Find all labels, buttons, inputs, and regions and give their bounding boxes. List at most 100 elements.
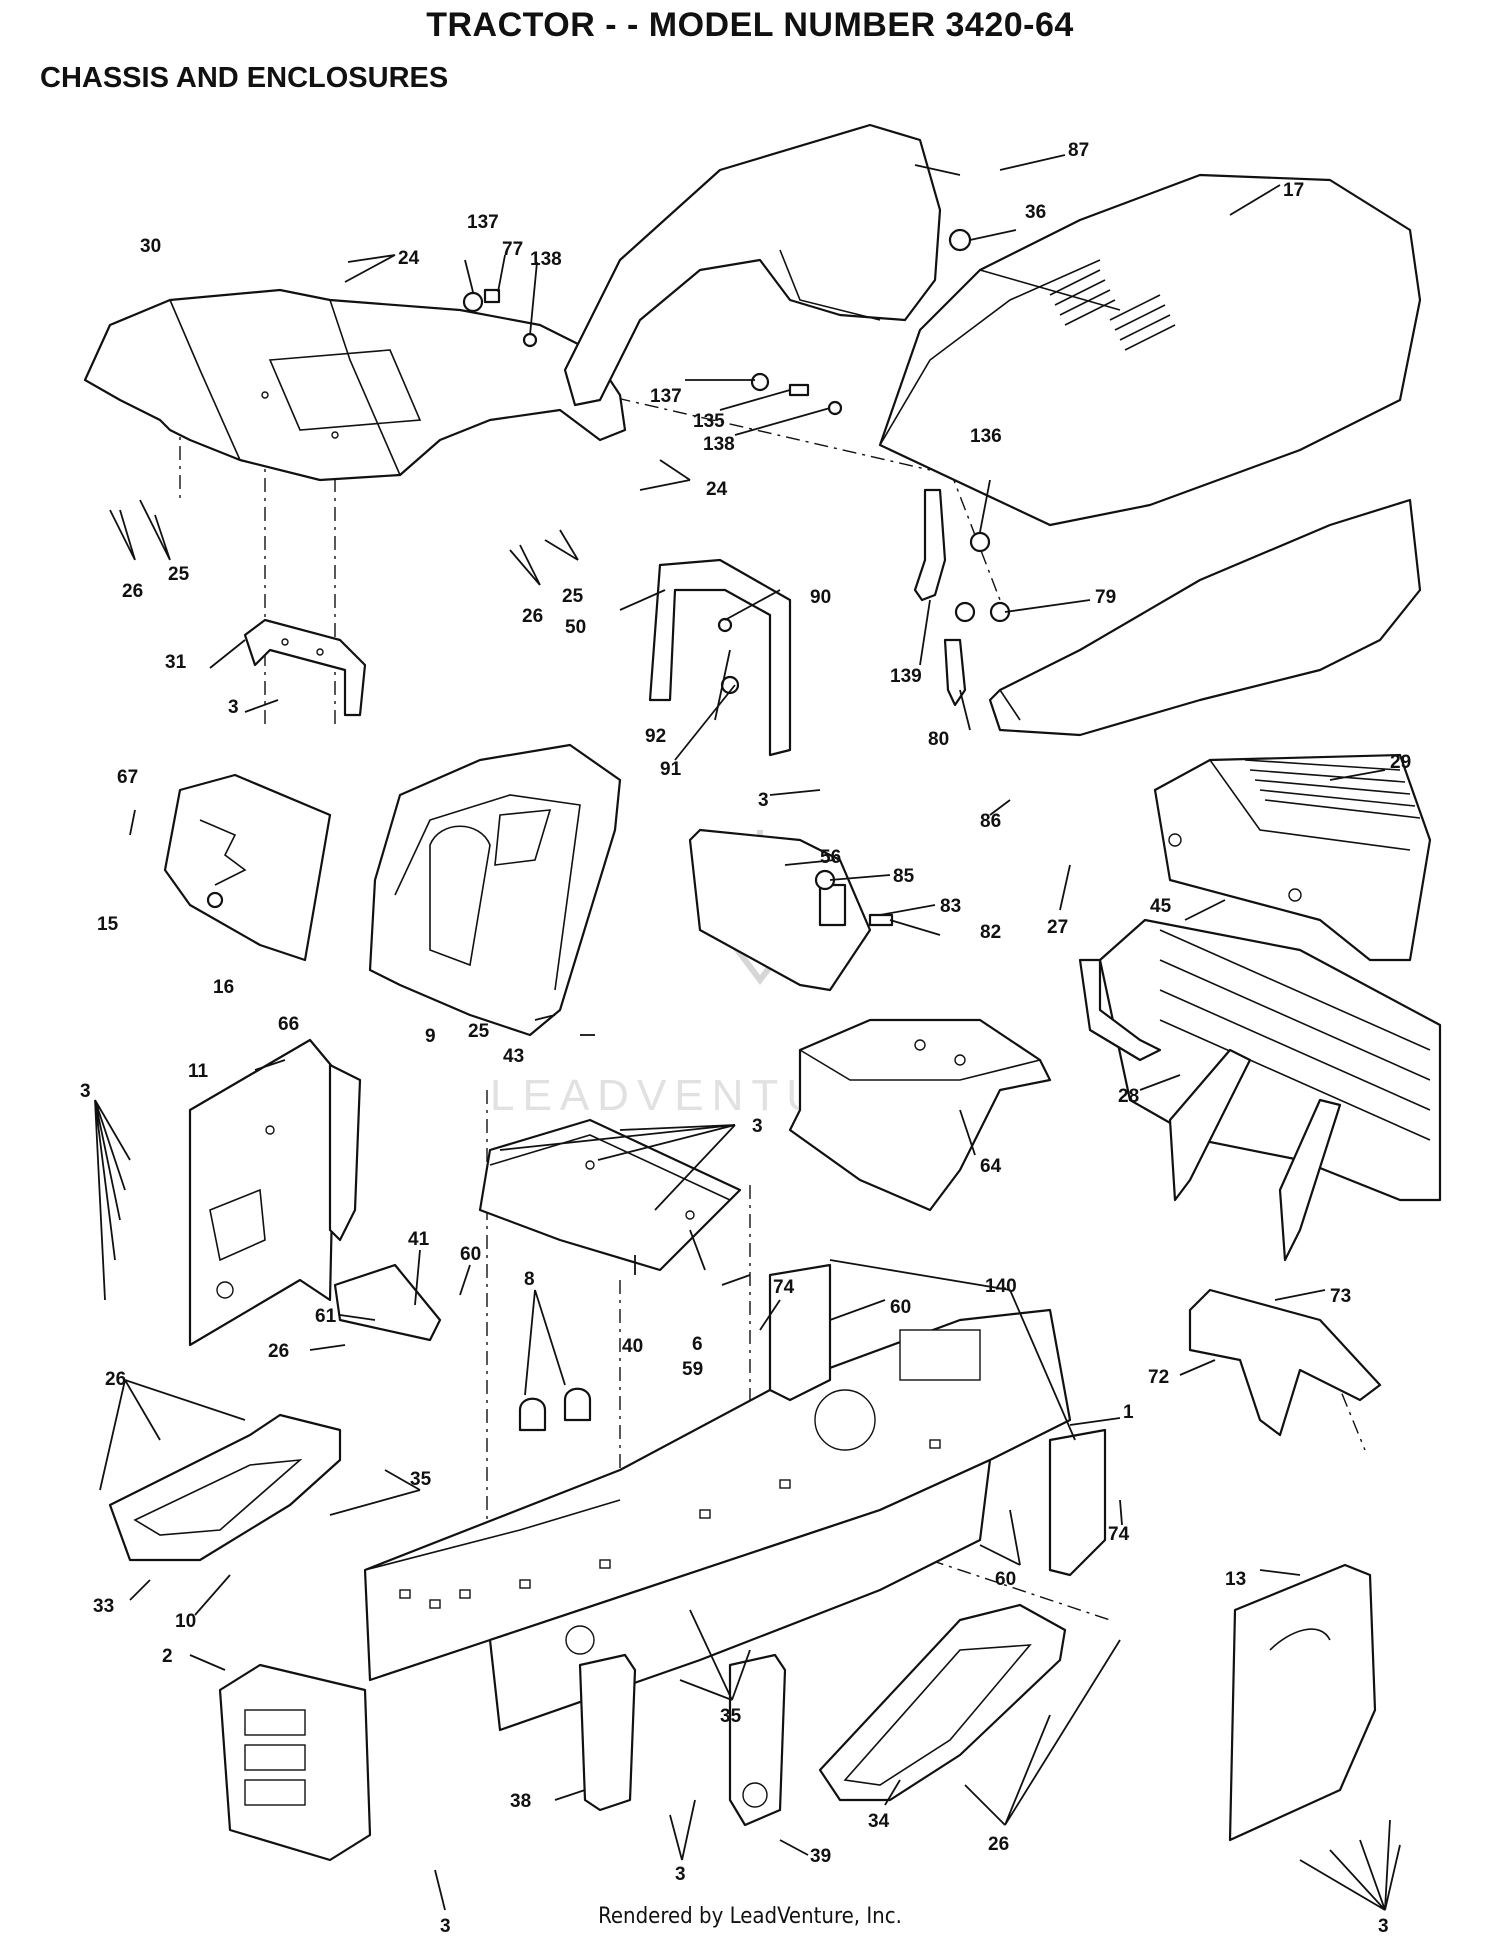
callout-36: 36 [1025,202,1046,223]
front-bumper [1153,753,1432,962]
callout-60: 60 [890,1297,911,1318]
callout-2: 2 [162,1646,173,1667]
front-plate [1188,1288,1382,1437]
left-side-plate [188,1038,362,1347]
callout-83: 83 [940,896,961,917]
callout-138: 138 [703,434,735,455]
callout-38: 38 [510,1791,531,1812]
callout-139: 139 [890,666,922,687]
callout-8: 8 [524,1269,535,1290]
callout-24: 24 [398,248,420,269]
callout-17: 17 [1283,180,1304,201]
callout-66: 66 [278,1014,299,1035]
rear-hitch-plate [218,1663,372,1862]
callout-92: 92 [645,726,666,747]
callout-82: 82 [980,922,1001,943]
callout-140: 140 [985,1276,1017,1297]
callout-85: 85 [893,866,915,887]
callout-77: 77 [502,239,523,260]
support-strap [333,1263,442,1342]
callout-3: 3 [80,1081,91,1102]
callout-26: 26 [988,1834,1009,1855]
callout-135: 135 [693,411,725,432]
callout-3: 3 [440,1916,451,1937]
callout-35: 35 [410,1469,432,1490]
callout-137: 137 [467,212,499,233]
callout-74: 74 [773,1277,795,1298]
rear-fender [83,288,627,482]
callout-30: 30 [140,236,161,257]
clip [518,1387,592,1432]
callout-28: 28 [1118,1086,1139,1107]
callout-3: 3 [752,1116,763,1137]
callout-labels: 87 36 17 137 77 138 30 24 137 135 138 13… [80,140,1411,1937]
callout-34: 34 [868,1811,890,1832]
callout-9: 9 [425,1026,436,1047]
callout-41: 41 [408,1229,430,1250]
callout-26: 26 [122,581,143,602]
callout-90: 90 [810,587,831,608]
callout-3: 3 [675,1864,686,1885]
right-footrest [818,1603,1067,1802]
callout-15: 15 [97,914,119,935]
frame-holes [399,1439,941,1655]
callout-3: 3 [758,790,769,811]
pedal-bracket-panel [688,828,894,992]
page-title: TRACTOR - - MODEL NUMBER 3420-64 [426,6,1074,44]
callout-leaders [94,154,1401,1911]
front-frame-extension [1078,918,1442,1262]
callout-136: 136 [970,426,1002,447]
callout-39: 39 [810,1846,831,1867]
callout-64: 64 [980,1156,1002,1177]
callout-79: 79 [1095,587,1116,608]
callout-80: 80 [928,729,949,750]
dash-panel [563,123,942,407]
lower-bracket-39 [728,1653,787,1827]
callout-86: 86 [980,811,1001,832]
side-shield [163,773,332,962]
dash-support-bracket [648,558,792,757]
callout-3: 3 [1378,1916,1389,1937]
callout-67: 67 [117,767,138,788]
frame-side-plates [768,1263,1107,1577]
callout-31: 31 [165,652,187,673]
hood [878,173,1422,527]
callout-40: 40 [622,1336,643,1357]
callout-138: 138 [530,249,562,270]
callout-3: 3 [228,697,239,718]
hood-bracket [913,488,1011,707]
callout-6: 6 [692,1334,703,1355]
callout-25: 25 [168,564,190,585]
callout-25: 25 [562,586,584,607]
battery-tray [478,1118,742,1272]
seat-bracket [243,618,367,717]
callout-56: 56 [820,847,841,868]
engine-mount-plate [788,1018,1052,1212]
section-subtitle: CHASSIS AND ENCLOSURES [40,62,449,94]
callout-61: 61 [315,1306,337,1327]
left-footrest [108,1413,342,1562]
callout-59: 59 [682,1359,703,1380]
upper-hardware [462,228,991,553]
callout-11: 11 [188,1061,209,1082]
callout-87: 87 [1068,140,1089,161]
lower-grille [988,498,1422,737]
callout-73: 73 [1330,1286,1351,1307]
callout-60: 60 [995,1569,1016,1590]
callout-60: 60 [460,1244,481,1265]
callout-27: 27 [1047,917,1068,938]
callout-1: 1 [1123,1402,1134,1423]
callout-91: 91 [660,759,682,780]
steering-console [368,743,622,1037]
callout-72: 72 [1148,1367,1169,1388]
lower-bracket-38 [578,1653,637,1812]
callout-137: 137 [650,386,682,407]
callout-35: 35 [720,1706,742,1727]
hood-vents [1049,269,1176,351]
callout-10: 10 [175,1611,196,1632]
footer-credit: Rendered by LeadVenture, Inc. [598,1904,902,1929]
callout-25: 25 [468,1021,490,1042]
callout-13: 13 [1225,1569,1246,1590]
callout-50: 50 [565,617,586,638]
